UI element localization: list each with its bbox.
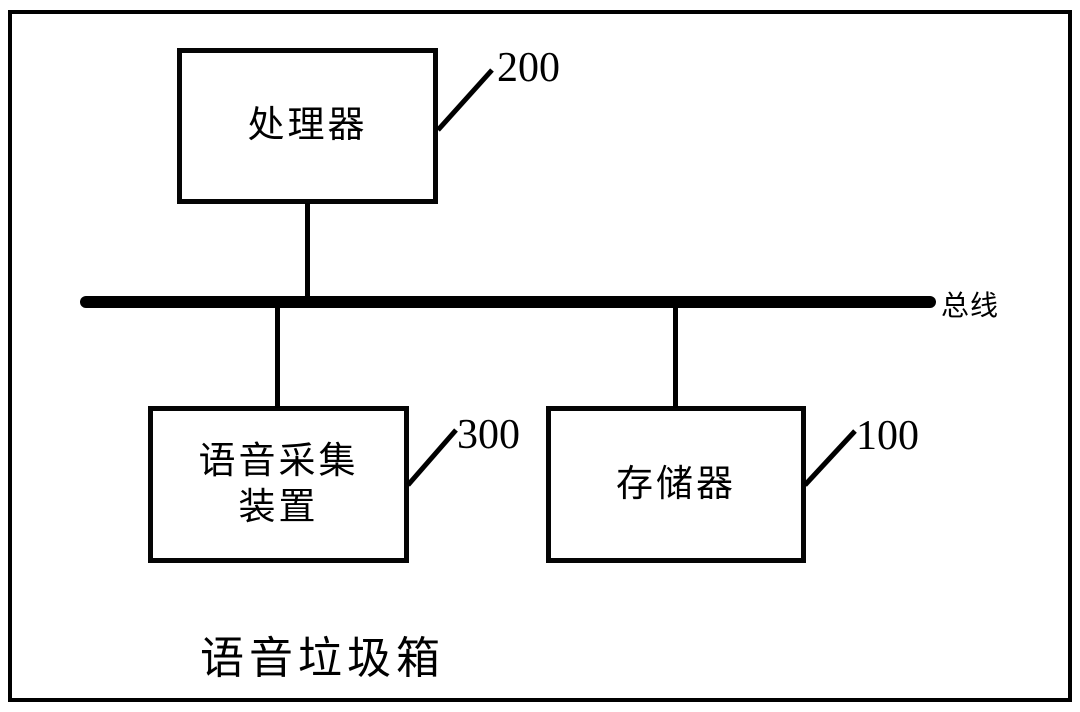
connector-bus-to-voice-capture bbox=[275, 305, 280, 408]
node-label-processor: 处理器 bbox=[247, 105, 368, 147]
node-box-voice-capture: 语音采集 装置 bbox=[148, 406, 409, 563]
node-label-memory: 存储器 bbox=[616, 463, 736, 505]
node-label-voice-capture: 语音采集 装置 bbox=[198, 441, 359, 528]
figure-caption: 语音垃圾箱 bbox=[200, 634, 445, 683]
bus-bar bbox=[80, 296, 936, 308]
bus-label: 总线 bbox=[941, 291, 1000, 322]
reference-number-100: 100 bbox=[856, 413, 919, 459]
figure-border bbox=[8, 10, 1072, 702]
reference-number-200: 200 bbox=[497, 45, 560, 91]
node-box-memory: 存储器 bbox=[546, 406, 806, 563]
connector-bus-to-memory bbox=[673, 305, 678, 408]
node-box-processor: 处理器 bbox=[177, 48, 438, 204]
connector-processor-to-bus bbox=[305, 203, 310, 301]
reference-number-300: 300 bbox=[457, 412, 520, 458]
